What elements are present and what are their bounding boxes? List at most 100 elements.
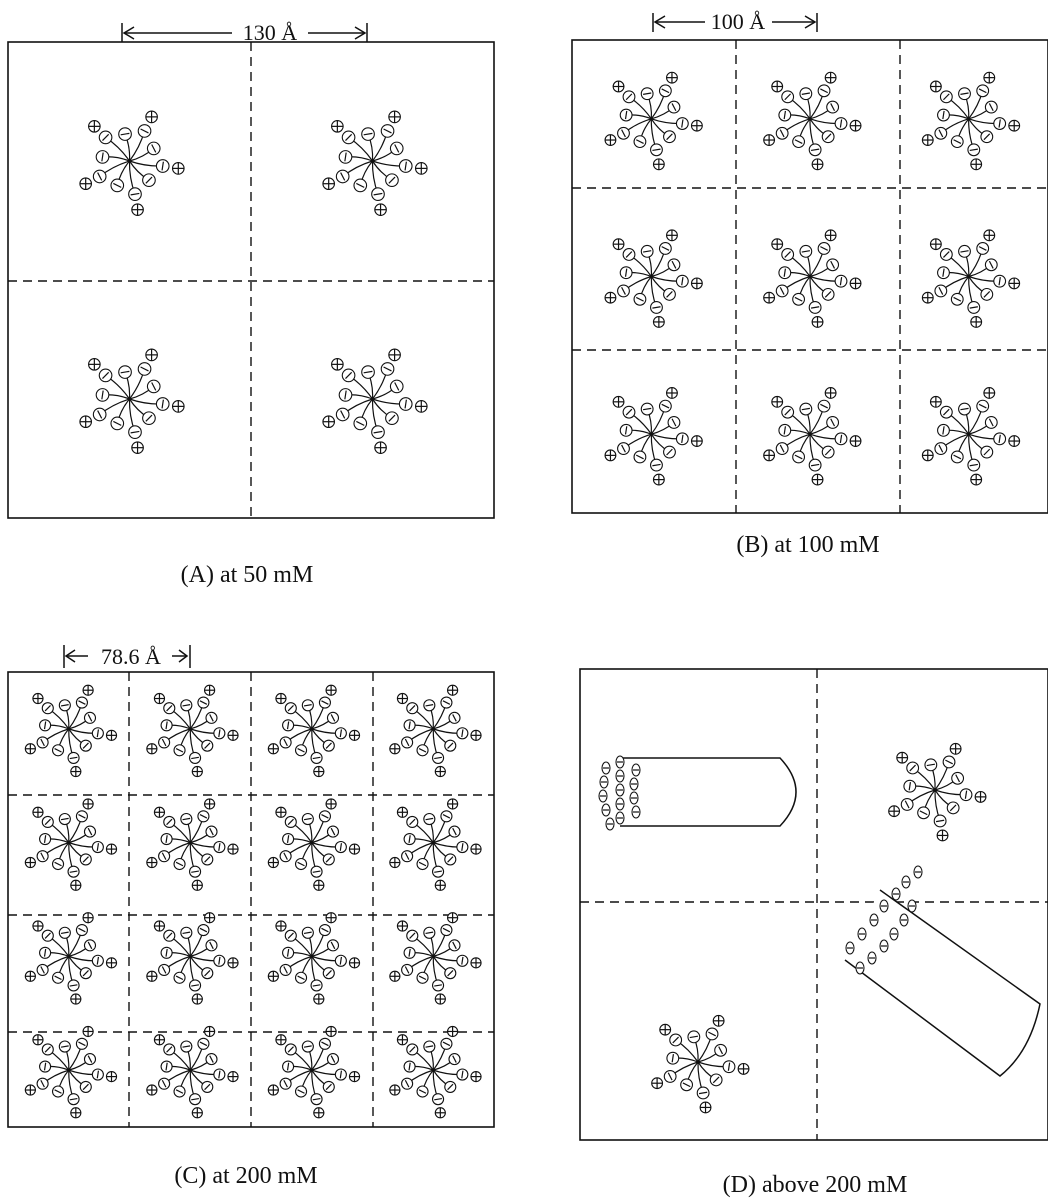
cation-counterion xyxy=(937,830,948,841)
cation-counterion xyxy=(83,685,93,695)
cation-counterion xyxy=(106,730,116,740)
cation-counterion xyxy=(71,766,81,776)
cation-counterion xyxy=(147,744,157,754)
panel-c: 78.6 Å (C) at 200 mM xyxy=(8,644,494,1189)
spherical-micelle xyxy=(390,1026,481,1117)
cation-counterion xyxy=(922,292,933,303)
spherical-micelle xyxy=(764,72,861,169)
cation-counterion xyxy=(471,958,481,968)
cation-counterion xyxy=(154,807,164,817)
cation-counterion xyxy=(652,1078,663,1089)
cation-counterion xyxy=(326,799,336,809)
cation-counterion xyxy=(71,994,81,1004)
cation-counterion xyxy=(349,958,359,968)
spherical-micelle xyxy=(390,685,481,776)
cation-counterion xyxy=(416,401,428,413)
cation-counterion xyxy=(268,744,278,754)
cation-counterion xyxy=(984,72,995,83)
panel-d: (D) above 200 mM xyxy=(580,669,1048,1198)
cation-counterion xyxy=(25,857,35,867)
spherical-micelle xyxy=(268,1026,359,1117)
cation-counterion xyxy=(389,349,401,361)
cation-counterion xyxy=(390,744,400,754)
cation-counterion xyxy=(192,880,202,890)
cation-counterion xyxy=(276,693,286,703)
cation-counterion xyxy=(700,1102,711,1113)
panel-a-dimension-label: 130 Å xyxy=(243,20,298,45)
cation-counterion xyxy=(326,685,336,695)
panel-b-dimension: 100 Å xyxy=(653,9,817,34)
cation-counterion xyxy=(691,278,702,289)
cation-counterion xyxy=(33,921,43,931)
spherical-micelle xyxy=(268,799,359,890)
cation-counterion xyxy=(850,120,861,131)
cation-counterion xyxy=(89,121,101,133)
cation-counterion xyxy=(613,239,624,250)
cation-counterion xyxy=(605,135,616,146)
cation-counterion xyxy=(653,159,664,170)
cation-counterion xyxy=(605,292,616,303)
cation-counterion xyxy=(660,1024,671,1035)
cation-counterion xyxy=(71,1108,81,1118)
cation-counterion xyxy=(323,178,335,190)
cation-counterion xyxy=(154,1035,164,1045)
cation-counterion xyxy=(825,230,836,241)
cation-counterion xyxy=(205,685,215,695)
cation-counterion xyxy=(326,1026,336,1036)
cation-counterion xyxy=(764,450,775,461)
cation-counterion xyxy=(323,416,335,428)
cation-counterion xyxy=(950,743,961,754)
cation-counterion xyxy=(106,844,116,854)
cation-counterion xyxy=(71,880,81,890)
panel-a: 130 Å (A) at 50 mM xyxy=(8,20,494,588)
cation-counterion xyxy=(984,230,995,241)
cation-counterion xyxy=(106,1072,116,1082)
cation-counterion xyxy=(314,994,324,1004)
cation-counterion xyxy=(971,474,982,485)
cation-counterion xyxy=(147,1085,157,1095)
cation-counterion xyxy=(605,450,616,461)
cation-counterion xyxy=(33,693,43,703)
panel-b-dimension-label: 100 Å xyxy=(711,9,766,34)
cation-counterion xyxy=(435,1108,445,1118)
spherical-micelle xyxy=(764,230,861,327)
panel-b-micelles xyxy=(605,72,1020,485)
spherical-micelle xyxy=(390,913,481,1004)
cation-counterion xyxy=(33,1035,43,1045)
cylindrical-micelle-bottom xyxy=(845,866,1040,1076)
cation-counterion xyxy=(764,292,775,303)
cation-counterion xyxy=(922,450,933,461)
cation-counterion xyxy=(397,921,407,931)
cation-counterion xyxy=(314,766,324,776)
cation-counterion xyxy=(268,1085,278,1095)
cation-counterion xyxy=(397,807,407,817)
cation-counterion xyxy=(471,1072,481,1082)
spherical-micelle xyxy=(147,799,238,890)
cation-counterion xyxy=(889,806,900,817)
cation-counterion xyxy=(448,685,458,695)
spherical-micelle xyxy=(25,799,116,890)
spherical-micelle xyxy=(80,349,184,453)
cation-counterion xyxy=(764,135,775,146)
cation-counterion xyxy=(812,159,823,170)
spherical-micelle xyxy=(922,388,1019,485)
panel-b: 100 Å (B) at 100 mM xyxy=(572,9,1048,558)
cation-counterion xyxy=(930,396,941,407)
cation-counterion xyxy=(812,474,823,485)
panel-a-frame xyxy=(8,42,494,518)
cation-counterion xyxy=(389,111,401,123)
cation-counterion xyxy=(448,1026,458,1036)
cation-counterion xyxy=(850,436,861,447)
cation-counterion xyxy=(314,1108,324,1118)
cation-counterion xyxy=(146,111,158,123)
spherical-micelle xyxy=(268,685,359,776)
cation-counterion xyxy=(930,81,941,92)
spherical-micelle xyxy=(922,72,1019,169)
cation-counterion xyxy=(691,120,702,131)
cation-counterion xyxy=(653,474,664,485)
cation-counterion xyxy=(397,693,407,703)
cation-counterion xyxy=(314,880,324,890)
cation-counterion xyxy=(667,388,678,399)
spherical-micelle xyxy=(25,1026,116,1117)
